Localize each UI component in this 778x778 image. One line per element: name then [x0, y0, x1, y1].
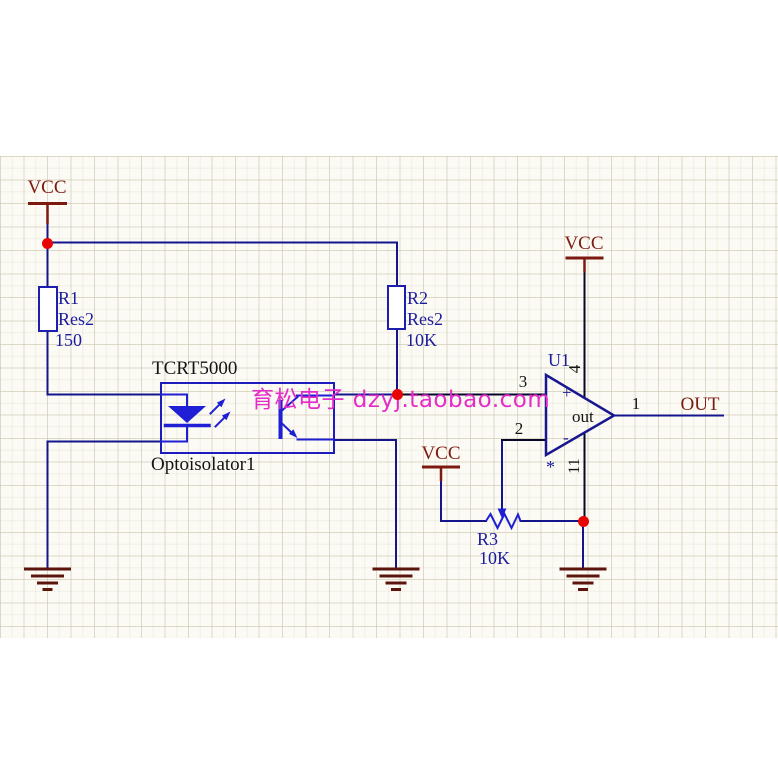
- opamp-pin11-number: 11: [566, 458, 583, 474]
- led-anode-lead: [160, 393, 188, 408]
- opamp-triangle: [544, 372, 617, 458]
- opamp-pin3-number: 3: [518, 372, 528, 391]
- vcc-label-left: VCC: [27, 177, 67, 198]
- ground-icon-middle: [372, 567, 420, 591]
- led-symbol: [160, 393, 231, 443]
- led-cathode-lead: [160, 426, 188, 443]
- led-emit-arrow-2-head: [221, 411, 231, 421]
- r1-designator: R1: [58, 288, 80, 308]
- taobao-watermark: 育松电子 dzyj.taobao.com: [251, 387, 551, 413]
- resistor-r1-body: [38, 286, 58, 332]
- junction-dot-vcc-rail: [42, 237, 53, 249]
- resistor-bodies: [38, 285, 406, 332]
- opamp-minus-sign: -: [563, 428, 569, 447]
- opamp-star: *: [546, 457, 555, 477]
- r3-designator: R3: [477, 529, 499, 549]
- ground-symbols: [24, 567, 607, 591]
- junction-dot-pot: [577, 515, 589, 527]
- junction-dot-collector: [391, 389, 403, 400]
- r2-designator: R2: [407, 288, 429, 308]
- r2-comment: Res2: [407, 309, 443, 329]
- phototransistor-emitter-arrowhead: [288, 429, 298, 438]
- opamp-plus-sign: +: [562, 383, 572, 402]
- ground-icon-right: [559, 567, 607, 591]
- r1-value: 150: [55, 330, 82, 350]
- schematic-grid-sheet: [0, 156, 778, 638]
- potentiometer-zigzag: [485, 511, 522, 531]
- led-triangle: [168, 406, 206, 423]
- r2-value: 10K: [406, 330, 437, 350]
- wire-r1-to-led-anode: [46, 330, 162, 396]
- vcc-label-opamp: VCC: [564, 233, 604, 254]
- phototransistor-symbol: [278, 394, 335, 441]
- vcc-symbols: [28, 202, 604, 482]
- opamp-output-name: out: [572, 407, 594, 426]
- r1-comment: Res2: [58, 309, 94, 329]
- opto-designator: Optoisolator1: [151, 454, 256, 475]
- phototransistor-collector: [280, 394, 335, 412]
- out-net-label: OUT: [680, 394, 720, 415]
- pin-wires: [396, 269, 586, 522]
- r3-value: 10K: [479, 548, 510, 568]
- opamp-pin4-number: 4: [565, 364, 584, 374]
- opto-comment: TCRT5000: [152, 358, 238, 379]
- led-emit-arrow-1-head: [216, 398, 226, 408]
- opamp-pin2-number: 2: [514, 419, 524, 438]
- wire-emitter-to-gnd: [333, 439, 397, 569]
- ground-icon-left: [24, 567, 71, 591]
- optoisolator-body: [160, 382, 335, 454]
- phototransistor-emitter: [280, 422, 335, 441]
- net-wires: [46, 221, 724, 569]
- potentiometer-symbol: [485, 508, 522, 531]
- potentiometer-wiper-arrowhead: [497, 508, 507, 519]
- opamp-pin1-number: 1: [631, 394, 641, 413]
- vcc-label-mid: VCC: [421, 443, 461, 464]
- wire-vcc2-to-pot: [440, 478, 487, 522]
- opamp-designator: U1: [548, 350, 570, 370]
- resistor-r2-body: [387, 285, 406, 330]
